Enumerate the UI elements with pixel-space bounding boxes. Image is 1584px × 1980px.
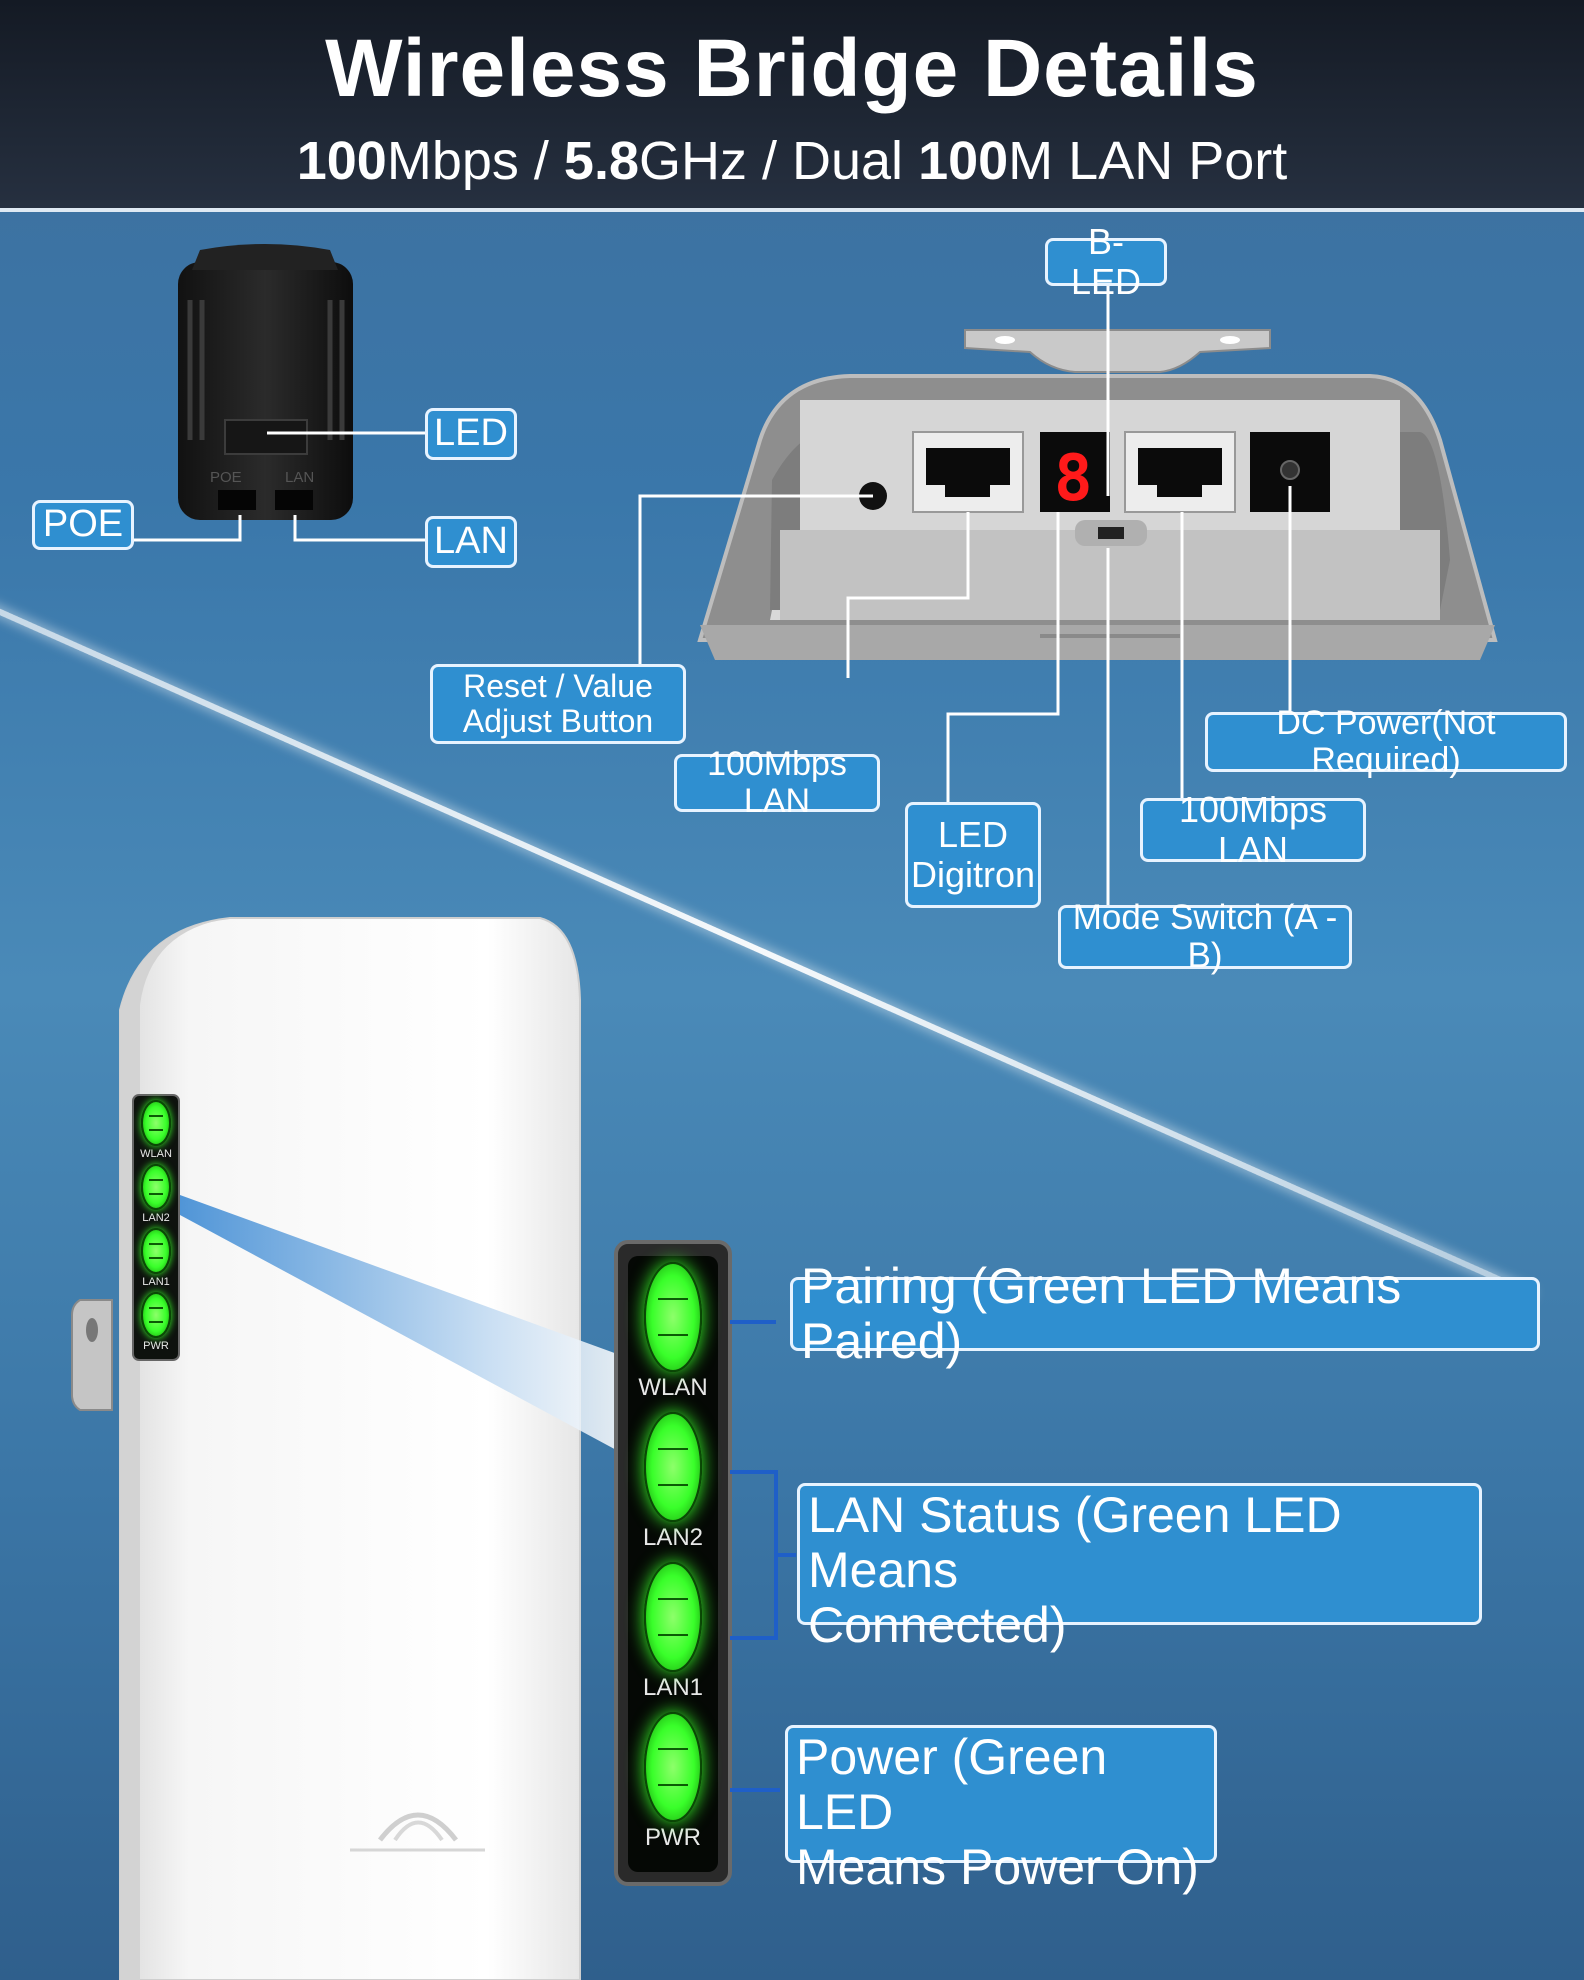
callout-led-digitron: LED Digitron [905, 802, 1041, 908]
led-light [141, 1164, 171, 1210]
subtitle-speed-unit: Mbps / [386, 131, 564, 191]
page-subtitle: 100Mbps / 5.8GHz / Dual 100M LAN Port [0, 130, 1584, 192]
led-label: LAN1 [642, 1674, 704, 1701]
led-indicator-pwr: PWR [133, 1292, 179, 1356]
callout-led-digitron-line2: Digitron [910, 854, 1036, 895]
subtitle-port-text: M LAN Port [1008, 131, 1288, 191]
led-indicator-wlan: WLAN [628, 1262, 718, 1412]
zoom-beam [180, 1195, 620, 1452]
led-label: LAN1 [142, 1276, 170, 1288]
led-label: PWR [143, 1340, 169, 1352]
subtitle-frequency-value: 5.8 [563, 131, 639, 191]
callout-mode-switch: Mode Switch (A - B) [1058, 898, 1352, 975]
poe-adapter: POE LAN [178, 244, 353, 520]
led-indicator-lan1: LAN1 [133, 1228, 179, 1292]
led-light [141, 1100, 171, 1146]
callout-power: Power (Green LED Means Power On) [785, 1725, 1217, 1895]
callout-reset-button: Reset / Value Adjust Button [430, 664, 686, 744]
subtitle-frequency-unit: GHz / Dual [638, 131, 919, 191]
led-label: WLAN [638, 1374, 708, 1401]
bridge-port-panel: 8 [697, 329, 1498, 660]
callout-lan-status: LAN Status (Green LED Means Connected) [797, 1483, 1482, 1653]
adapter-poe-print: POE [210, 469, 242, 486]
led-indicator-lan1: LAN1 [628, 1562, 718, 1712]
led-light [644, 1262, 702, 1372]
callout-lan-port-right: 100Mbps LAN [1140, 790, 1366, 869]
led-indicator-lan2: LAN2 [133, 1164, 179, 1228]
led-label: WLAN [140, 1148, 172, 1160]
led-light [644, 1562, 702, 1672]
leader-lines [133, 286, 1292, 905]
callout-power-line2: Means Power On) [796, 1839, 1199, 1895]
callout-dc-power: DC Power(Not Required) [1205, 704, 1567, 779]
callout-led: LED [425, 408, 517, 460]
led-light [141, 1228, 171, 1274]
callout-pairing: Pairing (Green LED Means Paired) [790, 1259, 1540, 1369]
led-indicator-lan2: LAN2 [628, 1412, 718, 1562]
led-digitron-digit: 8 [1054, 442, 1093, 516]
led-label: LAN2 [642, 1524, 704, 1551]
outdoor-bridge-unit [71, 917, 581, 1980]
led-label: PWR [645, 1824, 701, 1851]
page-title: Wireless Bridge Details [325, 23, 1259, 114]
subtitle-speed-value: 100 [296, 131, 387, 191]
callout-b-led: B-LED [1045, 222, 1167, 301]
callout-lan: LAN [425, 516, 517, 568]
subtitle-port-speed-value: 100 [918, 131, 1009, 191]
header-banner: Wireless Bridge Details 100Mbps / 5.8GHz… [0, 0, 1584, 212]
adapter-lan-print: LAN [285, 469, 314, 486]
callout-lan-port-left: 100Mbps LAN [674, 745, 880, 820]
led-indicator-wlan: WLAN [133, 1100, 179, 1164]
led-light [141, 1292, 171, 1338]
callout-power-line1: Power (Green LED [796, 1729, 1108, 1840]
led-light [644, 1412, 702, 1522]
led-bracket-lines [730, 1320, 796, 1792]
led-light [644, 1712, 702, 1822]
callout-reset-line1: Reset / Value [463, 667, 653, 704]
callout-led-digitron-line1: LED [937, 814, 1009, 856]
callout-reset-line2: Adjust Button [462, 703, 654, 739]
led-label: LAN2 [142, 1212, 170, 1224]
led-indicator-pwr: PWR [628, 1712, 718, 1862]
callout-lan-status-line1: LAN Status (Green LED Means [808, 1487, 1342, 1598]
callout-poe: POE [32, 500, 134, 550]
callout-lan-status-line2: Connected) [808, 1597, 1067, 1653]
